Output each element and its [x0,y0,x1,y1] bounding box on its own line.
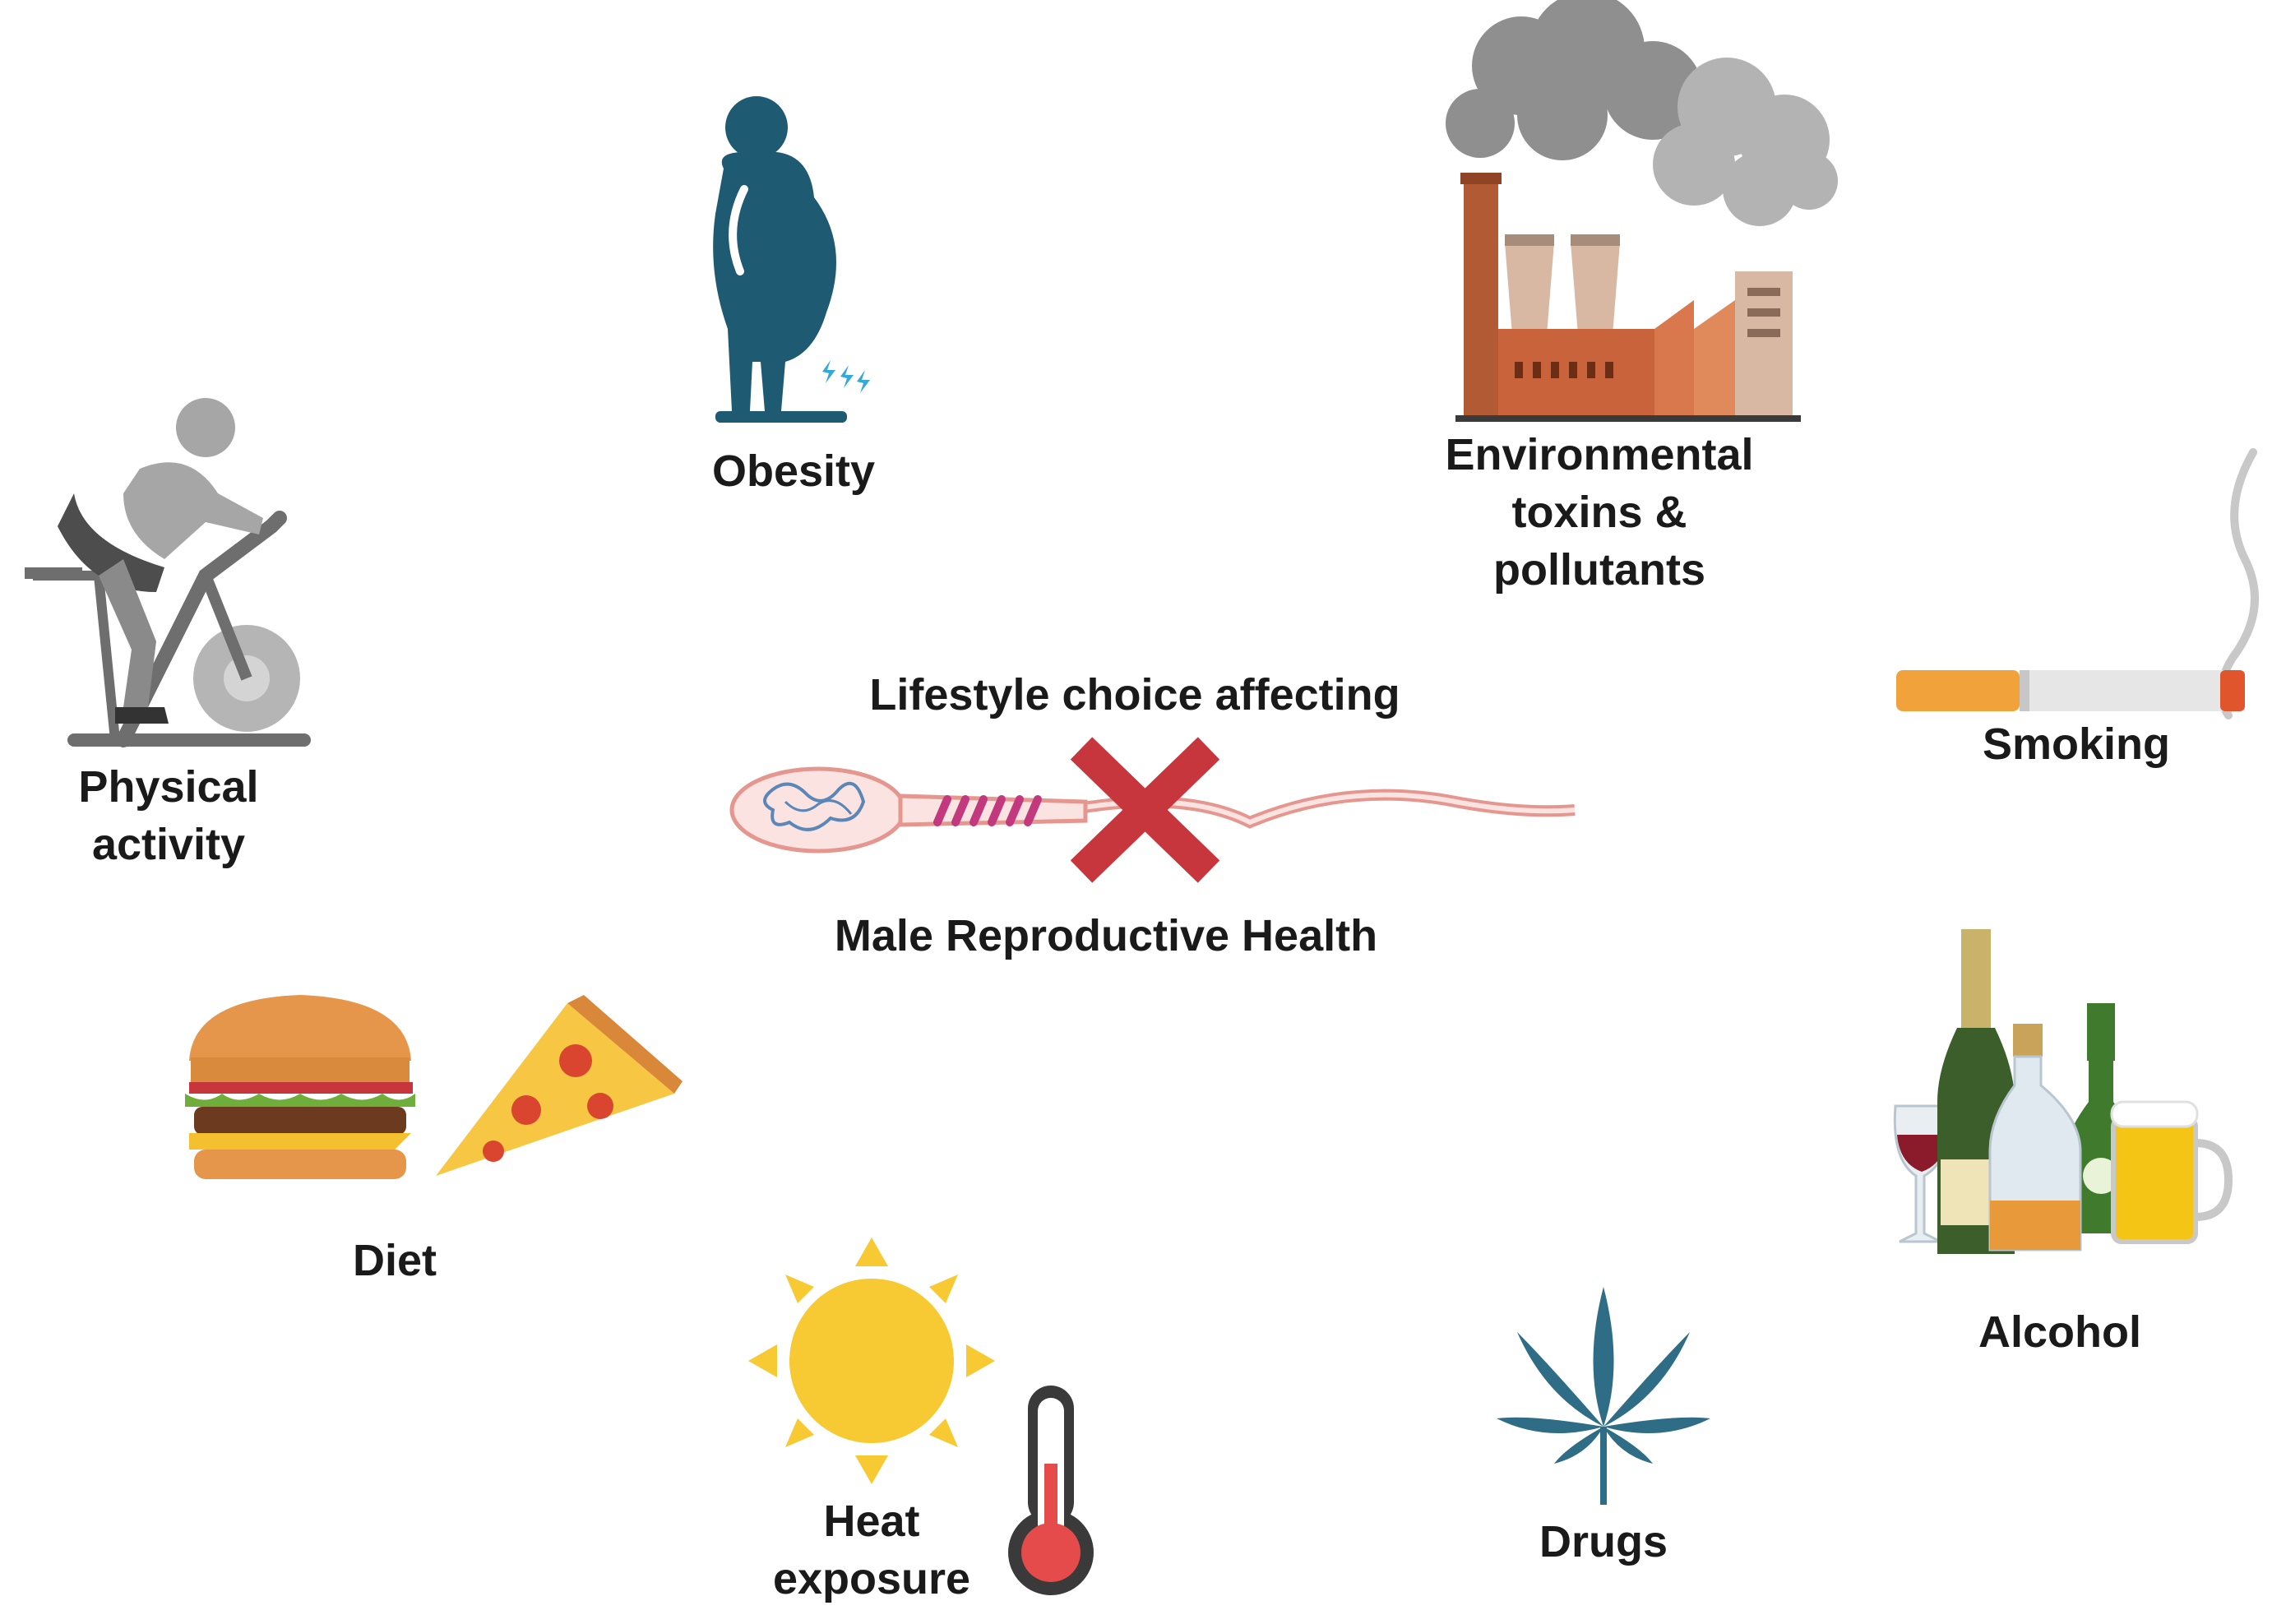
obesity-label-line: Obesity [711,446,876,496]
factor-label-drugs: Drugs [1505,1513,1702,1571]
cannabis-leaf-icon [1497,1287,1710,1505]
factor-label-alcohol: Alcohol [1953,1303,2167,1361]
thermometer-icon [1008,1386,1094,1595]
obesity-person-on-scale-icon [713,96,870,423]
factor-label-environment: Environmental toxins & pollutants [1418,426,1780,599]
alcohol-label-line: Alcohol [1978,1307,2141,1357]
center-title-top: Lifestyle choice affecting [869,670,1400,719]
alcohol-bottles-icon [1893,929,2233,1254]
drugs-label-line: Drugs [1539,1517,1668,1566]
cigarette-icon [1896,448,2259,719]
factor-label-physical-activity: Physical activity [49,758,288,873]
heat-label-line-2: exposure [772,1554,971,1603]
factor-label-smoking: Smoking [1953,715,2200,773]
red-x-cross-icon [1070,737,1220,883]
environment-label-line-3: pollutants [1493,545,1705,595]
environment-label-line-1: Environmental [1445,430,1754,479]
factory-pollution-icon [1446,0,1838,422]
sun-icon [748,1238,995,1484]
factor-label-obesity: Obesity [691,442,896,500]
smoking-label-line: Smoking [1982,719,2171,769]
physical-activity-label-line-1: Physical [78,762,259,812]
factor-label-diet: Diet [312,1232,477,1289]
environment-label-line-2: toxins & [1511,488,1687,537]
center-title-bottom: Male Reproductive Health [834,911,1378,960]
physical-activity-label-line-2: activity [91,820,246,869]
diet-label-line: Diet [352,1236,437,1285]
hamburger-icon [185,995,415,1179]
factor-label-heat-exposure: Heat exposure [752,1492,991,1608]
heat-label-line-1: Heat [823,1497,920,1546]
exercise-bike-rider-icon [25,398,311,747]
pizza-slice-icon [436,995,683,1176]
